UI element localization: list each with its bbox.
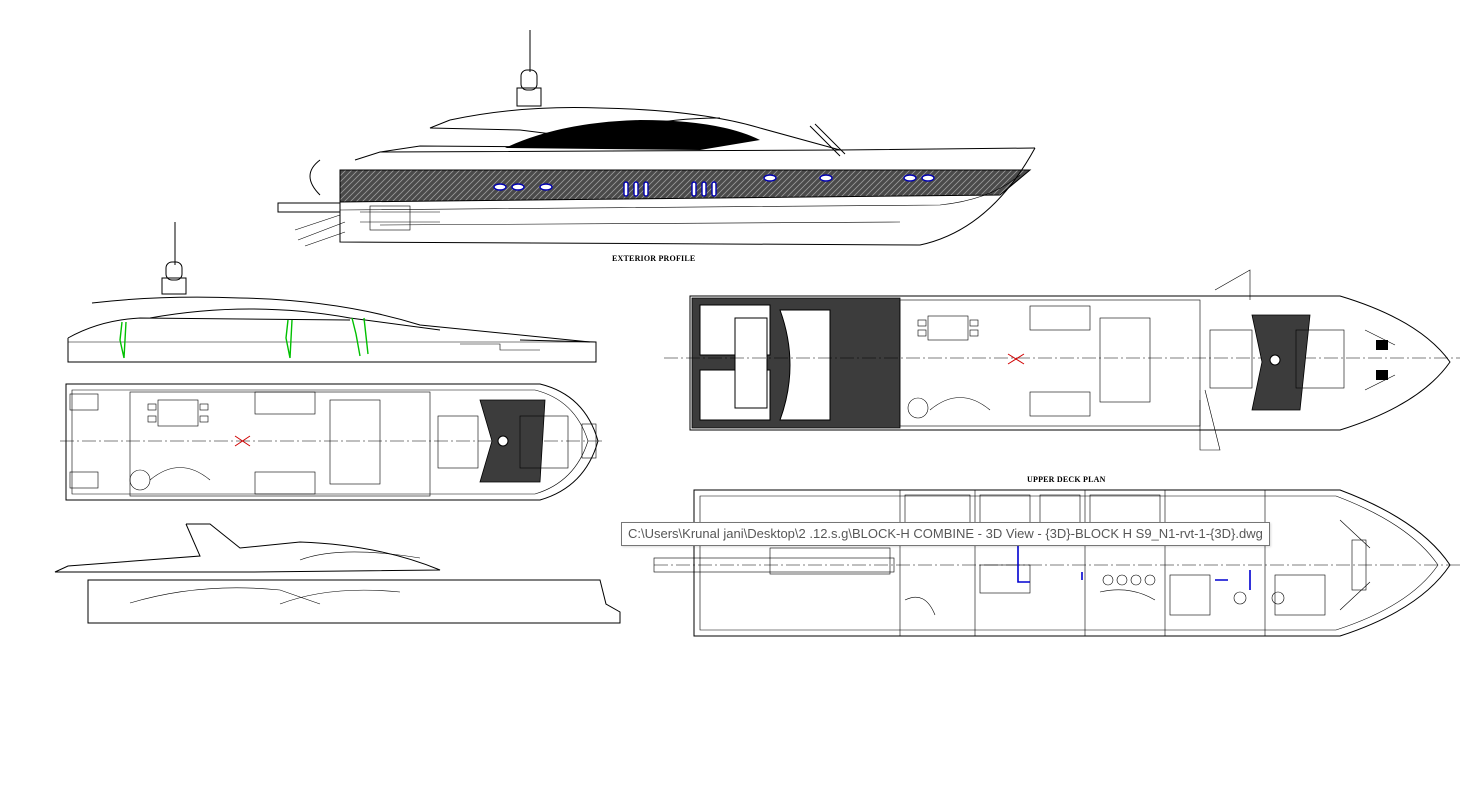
silhouette-view	[54, 523, 621, 624]
exterior-profile-view: EXTERIOR PROFILE	[277, 30, 1036, 263]
file-path-tooltip: C:\Users\Krunal jani\Desktop\2 .12.s.g\B…	[621, 522, 1270, 546]
upper-deck-plan-view: UPPER DECK PLAN	[664, 269, 1460, 484]
upper-deck-plan-label: UPPER DECK PLAN	[1027, 475, 1106, 484]
lower-deck-plan-view	[653, 489, 1460, 637]
side-profile-view	[67, 222, 597, 363]
exterior-profile-label: EXTERIOR PROFILE	[612, 254, 695, 263]
deck-plan-left	[60, 383, 604, 501]
